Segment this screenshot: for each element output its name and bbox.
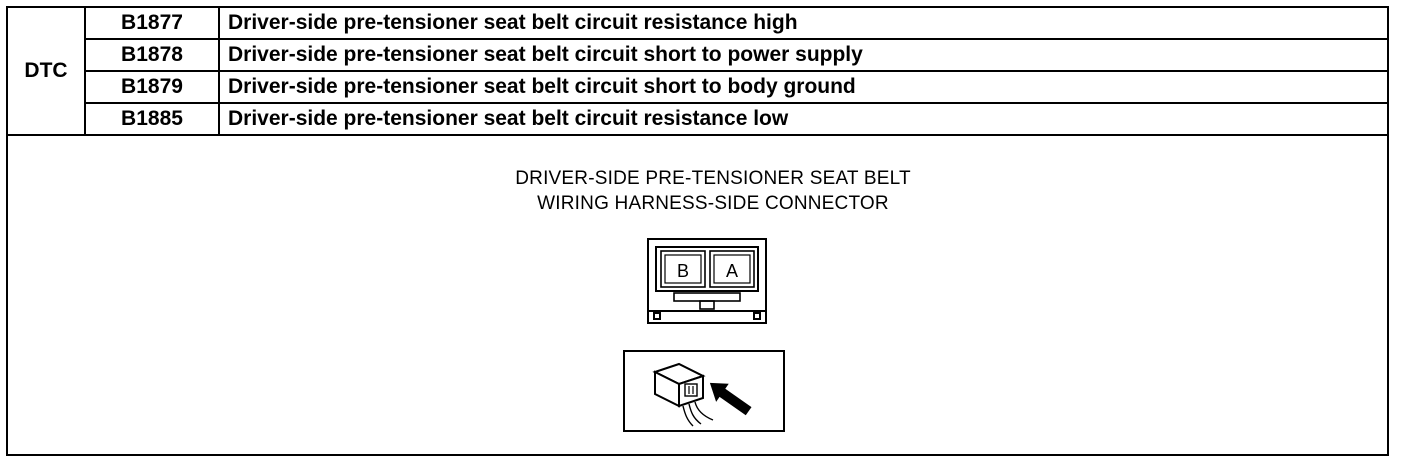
dtc-code: B1878	[85, 38, 220, 72]
dtc-label: DTC	[8, 8, 86, 136]
diagram-title-line1: DRIVER-SIDE PRE-TENSIONER SEAT BELT	[515, 168, 911, 189]
dtc-table: DTC B1877 Driver-side pre-tensioner seat…	[8, 8, 1387, 136]
dtc-code: B1879	[85, 70, 220, 104]
dtc-description: Driver-side pre-tensioner seat belt circ…	[218, 38, 1387, 72]
dtc-description: Driver-side pre-tensioner seat belt circ…	[218, 102, 1387, 136]
connector-front-view-icon: B A	[647, 238, 767, 324]
dtc-row: DTC B1877 Driver-side pre-tensioner seat…	[8, 8, 1387, 136]
dtc-code: B1885	[85, 102, 220, 136]
terminal-a-label: A	[726, 261, 738, 281]
connector-diagram: DRIVER-SIDE PRE-TENSIONER SEAT BELT WIRI…	[8, 145, 1387, 454]
dtc-document-frame: DTC B1877 Driver-side pre-tensioner seat…	[6, 6, 1389, 456]
terminal-b-label: B	[677, 261, 689, 281]
dtc-row: B1878 Driver-side pre-tensioner seat bel…	[8, 38, 1387, 72]
dtc-row: B1879 Driver-side pre-tensioner seat bel…	[8, 70, 1387, 104]
dtc-description: Driver-side pre-tensioner seat belt circ…	[218, 8, 1387, 40]
dtc-row: B1885 Driver-side pre-tensioner seat bel…	[8, 102, 1387, 136]
dtc-description: Driver-side pre-tensioner seat belt circ…	[218, 70, 1387, 104]
connector-view-direction-icon	[623, 350, 785, 432]
diagram-title-line2: WIRING HARNESS-SIDE CONNECTOR	[537, 193, 889, 214]
dtc-code: B1877	[84, 8, 220, 40]
